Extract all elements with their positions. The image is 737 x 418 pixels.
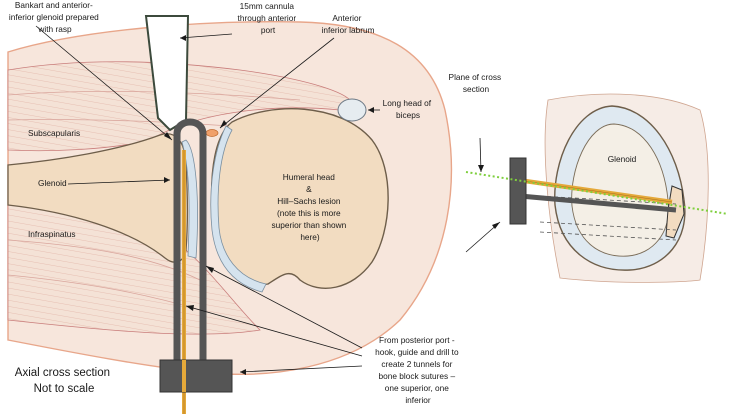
guide-right — [519, 193, 677, 213]
biceps-label: Long head of biceps — [383, 98, 434, 120]
glenoid-cartilage — [181, 139, 198, 259]
glenoid-right-label: Glenoid — [608, 154, 637, 164]
axial-section — [7, 15, 453, 414]
hook-instrument — [173, 118, 207, 360]
instrument-handle — [159, 359, 233, 393]
plane-line — [465, 171, 729, 215]
axial-caption: Axial cross section Not to scale — [15, 367, 113, 395]
glenoid-face-view — [465, 93, 729, 283]
infraspinatus-label: Infraspinatus — [28, 229, 76, 239]
leader-lines — [35, 25, 501, 373]
humeral-cartilage — [210, 125, 267, 293]
bankart-label: Bankart and anterior- inferior glenoid p… — [9, 0, 101, 34]
labrum-label: Anterior inferior labrum — [321, 13, 374, 35]
posterior-label: From posterior port - hook, guide and dr… — [375, 335, 461, 405]
subscapularis-label: Subscapularis — [28, 128, 80, 138]
glenoid-face-inner — [571, 123, 669, 257]
labels: Bankart and anterior- inferior glenoid p… — [9, 0, 637, 405]
plane-label: Plane of cross section — [449, 72, 504, 94]
biceps-tendon — [337, 98, 367, 122]
cannula-label: 15mm cannula through anterior port — [238, 1, 299, 35]
glenoid-bone — [7, 133, 189, 263]
anterior-labrum — [205, 129, 219, 137]
handle-right — [509, 157, 527, 225]
arrowheads — [164, 35, 500, 375]
glenoid-left-label: Glenoid — [38, 178, 67, 188]
humeral-label: Humeral head & Hill–Sachs lesion (note t… — [271, 172, 348, 242]
